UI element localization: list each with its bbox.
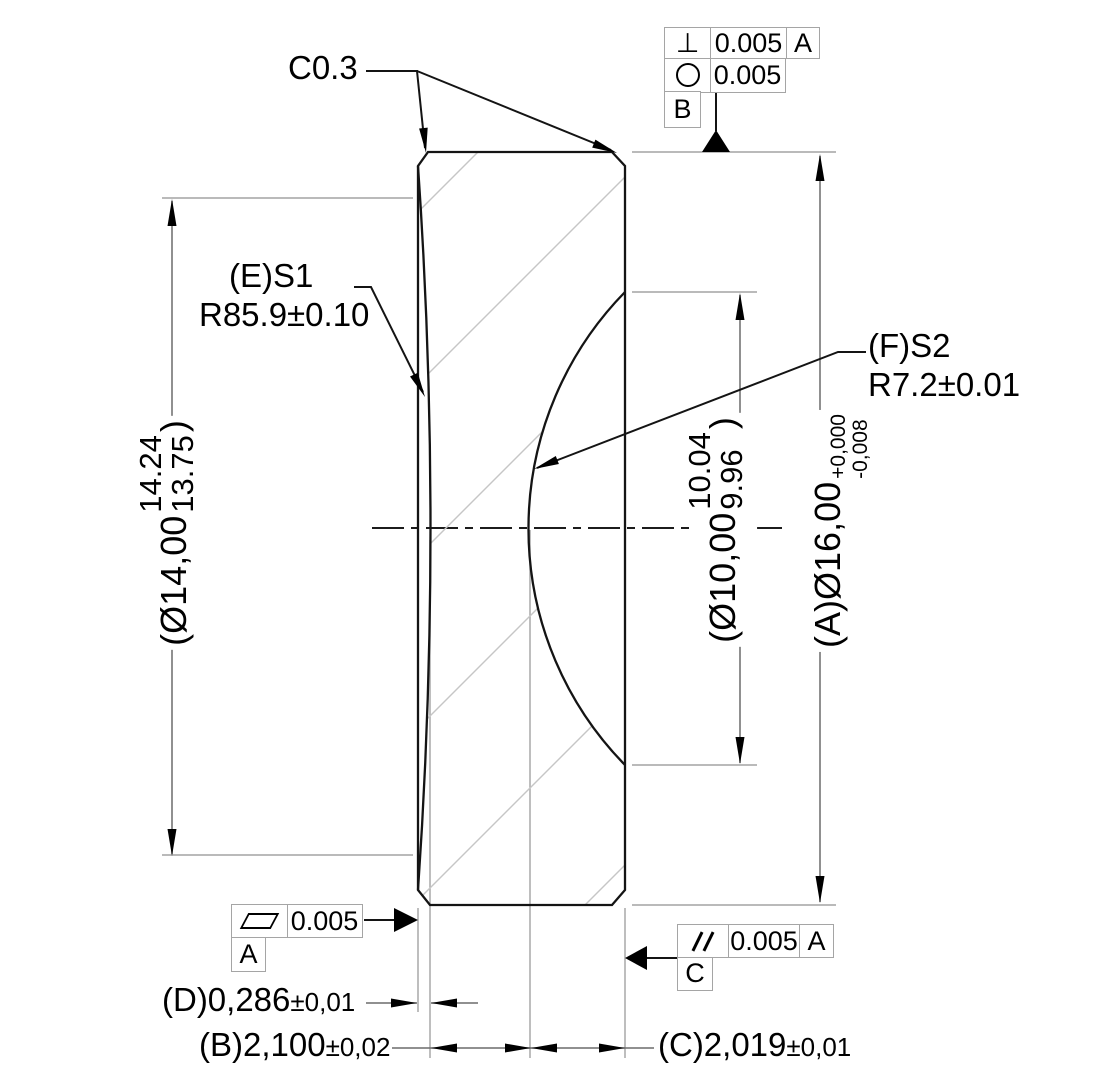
dim-dia10-suffix: )	[702, 417, 743, 430]
datum-b-frame: B	[664, 91, 701, 128]
fcf-flatness: 0.005	[231, 904, 363, 938]
datum-a-frame: A	[231, 936, 266, 972]
dim-dia16: (A)Ø16,00 +0,000 -0,008	[803, 410, 872, 652]
dim-sag-s2: (C)2,019±0,01	[658, 1028, 851, 1061]
dim-sag-s2-value: (C)2,019	[658, 1026, 787, 1063]
dim-edge-thickness: (D)0,286±0,01	[162, 983, 355, 1016]
surface2-radius: R7.2±0.01	[868, 366, 1021, 403]
dim-dia14-limits: 14.24 13.75	[133, 435, 200, 513]
lens-outline	[416, 150, 627, 907]
chamfer-label: C0.3	[288, 49, 358, 86]
dim-dia10-limits: 10.04 9.96	[682, 432, 749, 510]
datum-a-label: A	[231, 936, 266, 972]
dim-center-thickness-tol: ±0,02	[325, 1032, 391, 1062]
fcf-flatness-tolerance: 0.005	[286, 904, 363, 938]
dim-dia10-main: (Ø10,00	[702, 512, 743, 643]
dim-edge-thickness-tol: ±0,01	[290, 987, 356, 1017]
surface2-label: (F)S2	[868, 327, 951, 364]
s1-leader	[354, 286, 424, 393]
datum-c-label: C	[677, 956, 713, 991]
dim-sag-s2-tol: ±0,01	[786, 1032, 852, 1062]
dim-dia14-main: (Ø14,00	[153, 515, 194, 646]
leader-lines	[354, 70, 866, 959]
flatness-icon	[231, 904, 288, 938]
dim-dia16-tol-lower: -0,008	[849, 419, 872, 479]
fcf-parallelism-tolerance: 0.005	[727, 924, 801, 958]
dim-dia14-lower: 13.75	[165, 435, 200, 513]
fcf-perpendicularity: ⊥ 0.005 A	[664, 27, 820, 59]
datum-a-triangle	[394, 908, 418, 932]
datum-triangles	[394, 130, 730, 970]
fcf-parallelism-datum: A	[799, 924, 834, 958]
chamfer-leader-right	[416, 70, 612, 151]
perpendicularity-icon: ⊥	[664, 27, 711, 59]
datum-c-frame: C	[677, 956, 713, 991]
surface1-radius: R85.9±0.10	[199, 296, 370, 333]
datum-b-label: B	[664, 91, 701, 128]
dim-edge-thickness-value: (D)0,286	[162, 981, 291, 1018]
datum-b-triangle	[702, 130, 730, 152]
dim-dia14-suffix: )	[153, 420, 194, 433]
arrowheads	[167, 127, 825, 1053]
dim-center-thickness-value: (B)2,100	[199, 1026, 326, 1063]
dim-center-thickness: (B)2,100±0,02	[199, 1028, 390, 1061]
fcf-perpendicularity-tolerance: 0.005	[709, 27, 788, 59]
dim-dia14: (Ø14,00 14.24 13.75 )	[133, 416, 208, 650]
fcf-circularity: 0.005	[664, 57, 786, 93]
s2-leader	[536, 351, 866, 469]
surface-s2-curve	[527, 291, 626, 766]
chamfer-leader-left	[366, 70, 426, 149]
fcf-parallelism: 0.005 A	[677, 924, 834, 958]
extension-lines	[162, 151, 836, 1058]
parallelism-icon	[677, 924, 729, 958]
dim-dia10-upper: 10.04	[682, 432, 718, 510]
dim-dia10: (Ø10,00 10.04 9.96 )	[682, 413, 757, 647]
dim-dia14-upper: 14.24	[133, 435, 169, 513]
fcf-circularity-tolerance: 0.005	[709, 57, 786, 93]
datum-c-triangle	[625, 946, 647, 970]
circularity-icon	[664, 57, 711, 93]
surface-s1-curve	[416, 165, 432, 891]
dim-dia10-lower: 9.96	[714, 449, 749, 510]
dim-dia16-main: (A)Ø16,00	[807, 481, 848, 648]
dim-dia16-tol-upper: +0,000	[826, 414, 850, 479]
surface1-label: (E)S1	[229, 257, 314, 294]
fcf-perpendicularity-datum: A	[786, 27, 820, 59]
dim-dia16-tolerance: +0,000 -0,008	[826, 414, 872, 479]
